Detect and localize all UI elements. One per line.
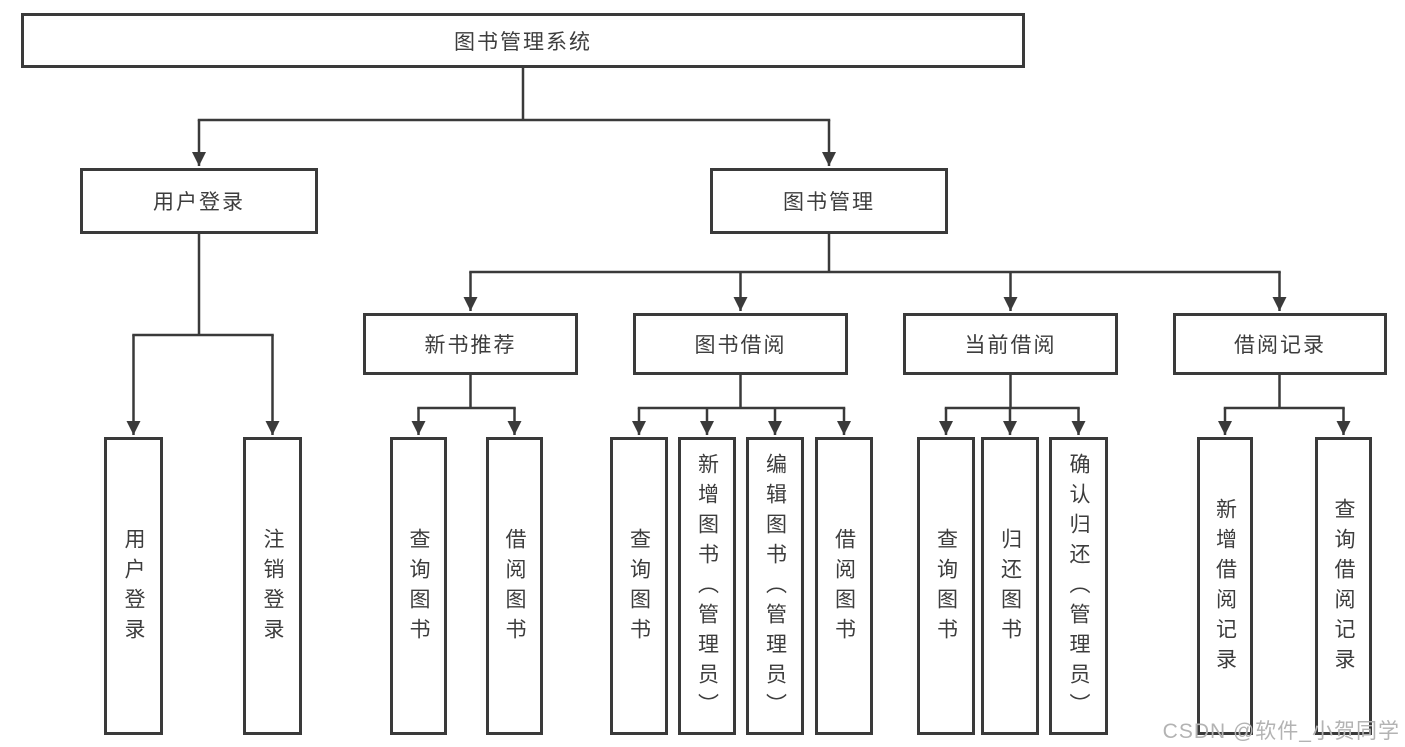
leaf-return-books: 归还图书	[981, 437, 1039, 735]
leaf-edit-books-admin: 编辑图书（管理员）	[746, 437, 804, 735]
leaf-query-books-borrow: 查询图书	[610, 437, 668, 735]
leaf-add-books-admin: 新增图书（管理员）	[678, 437, 736, 735]
leaf-query-books-current: 查询图书	[917, 437, 975, 735]
leaf-borrow-books-recommend: 借阅图书	[486, 437, 543, 735]
node-library-management-system: 图书管理系统	[21, 13, 1025, 68]
node-current-borrowing: 当前借阅	[903, 313, 1118, 375]
csdn-watermark: CSDN @软件_小贺同学	[1162, 720, 1400, 743]
node-book-borrowing: 图书借阅	[633, 313, 848, 375]
node-new-book-recommend: 新书推荐	[363, 313, 578, 375]
leaf-add-borrow-record: 新增借阅记录	[1197, 437, 1253, 735]
leaf-user-login: 用户登录	[104, 437, 163, 735]
leaf-logout: 注销登录	[243, 437, 302, 735]
node-user-login-branch: 用户登录	[80, 168, 318, 234]
leaf-confirm-return-admin: 确认归还（管理员）	[1049, 437, 1108, 735]
leaf-query-books-recommend: 查询图书	[390, 437, 447, 735]
node-book-management-branch: 图书管理	[710, 168, 948, 234]
leaf-query-borrow-record: 查询借阅记录	[1315, 437, 1372, 735]
node-borrowing-records: 借阅记录	[1173, 313, 1387, 375]
leaf-borrow-books: 借阅图书	[815, 437, 873, 735]
